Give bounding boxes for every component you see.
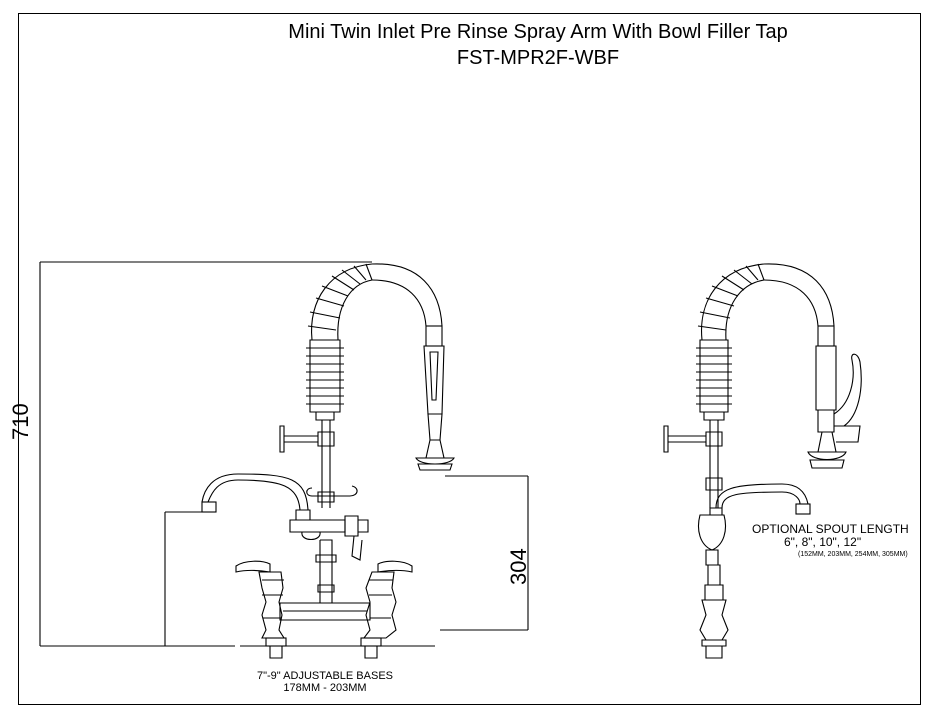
- model-number: FST-MPR2F-WBF: [456, 47, 620, 69]
- spout-note-line2: 6", 8", 10", 12": [784, 535, 862, 549]
- spout-note-line1: OPTIONAL SPOUT LENGTH: [752, 522, 909, 536]
- dimension-base-width: [164, 511, 210, 646]
- spout-note-line3: (152MM, 203MM, 254MM, 305MM): [798, 551, 908, 558]
- side-view: [663, 263, 862, 659]
- dimension-304-label: 304: [506, 548, 531, 585]
- drawing-title: Mini Twin Inlet Pre Rinse Spray Arm With…: [288, 21, 788, 43]
- bases-note-line2: 178MM - 203MM: [283, 682, 367, 694]
- drawing-frame: [18, 13, 921, 705]
- bases-note-line1: 7"-9" ADJUSTABLE BASES: [257, 670, 393, 682]
- dimension-710-label: 710: [8, 403, 33, 440]
- dimension-710: [39, 261, 372, 647]
- front-view: [201, 263, 455, 659]
- dimension-304: [440, 475, 529, 631]
